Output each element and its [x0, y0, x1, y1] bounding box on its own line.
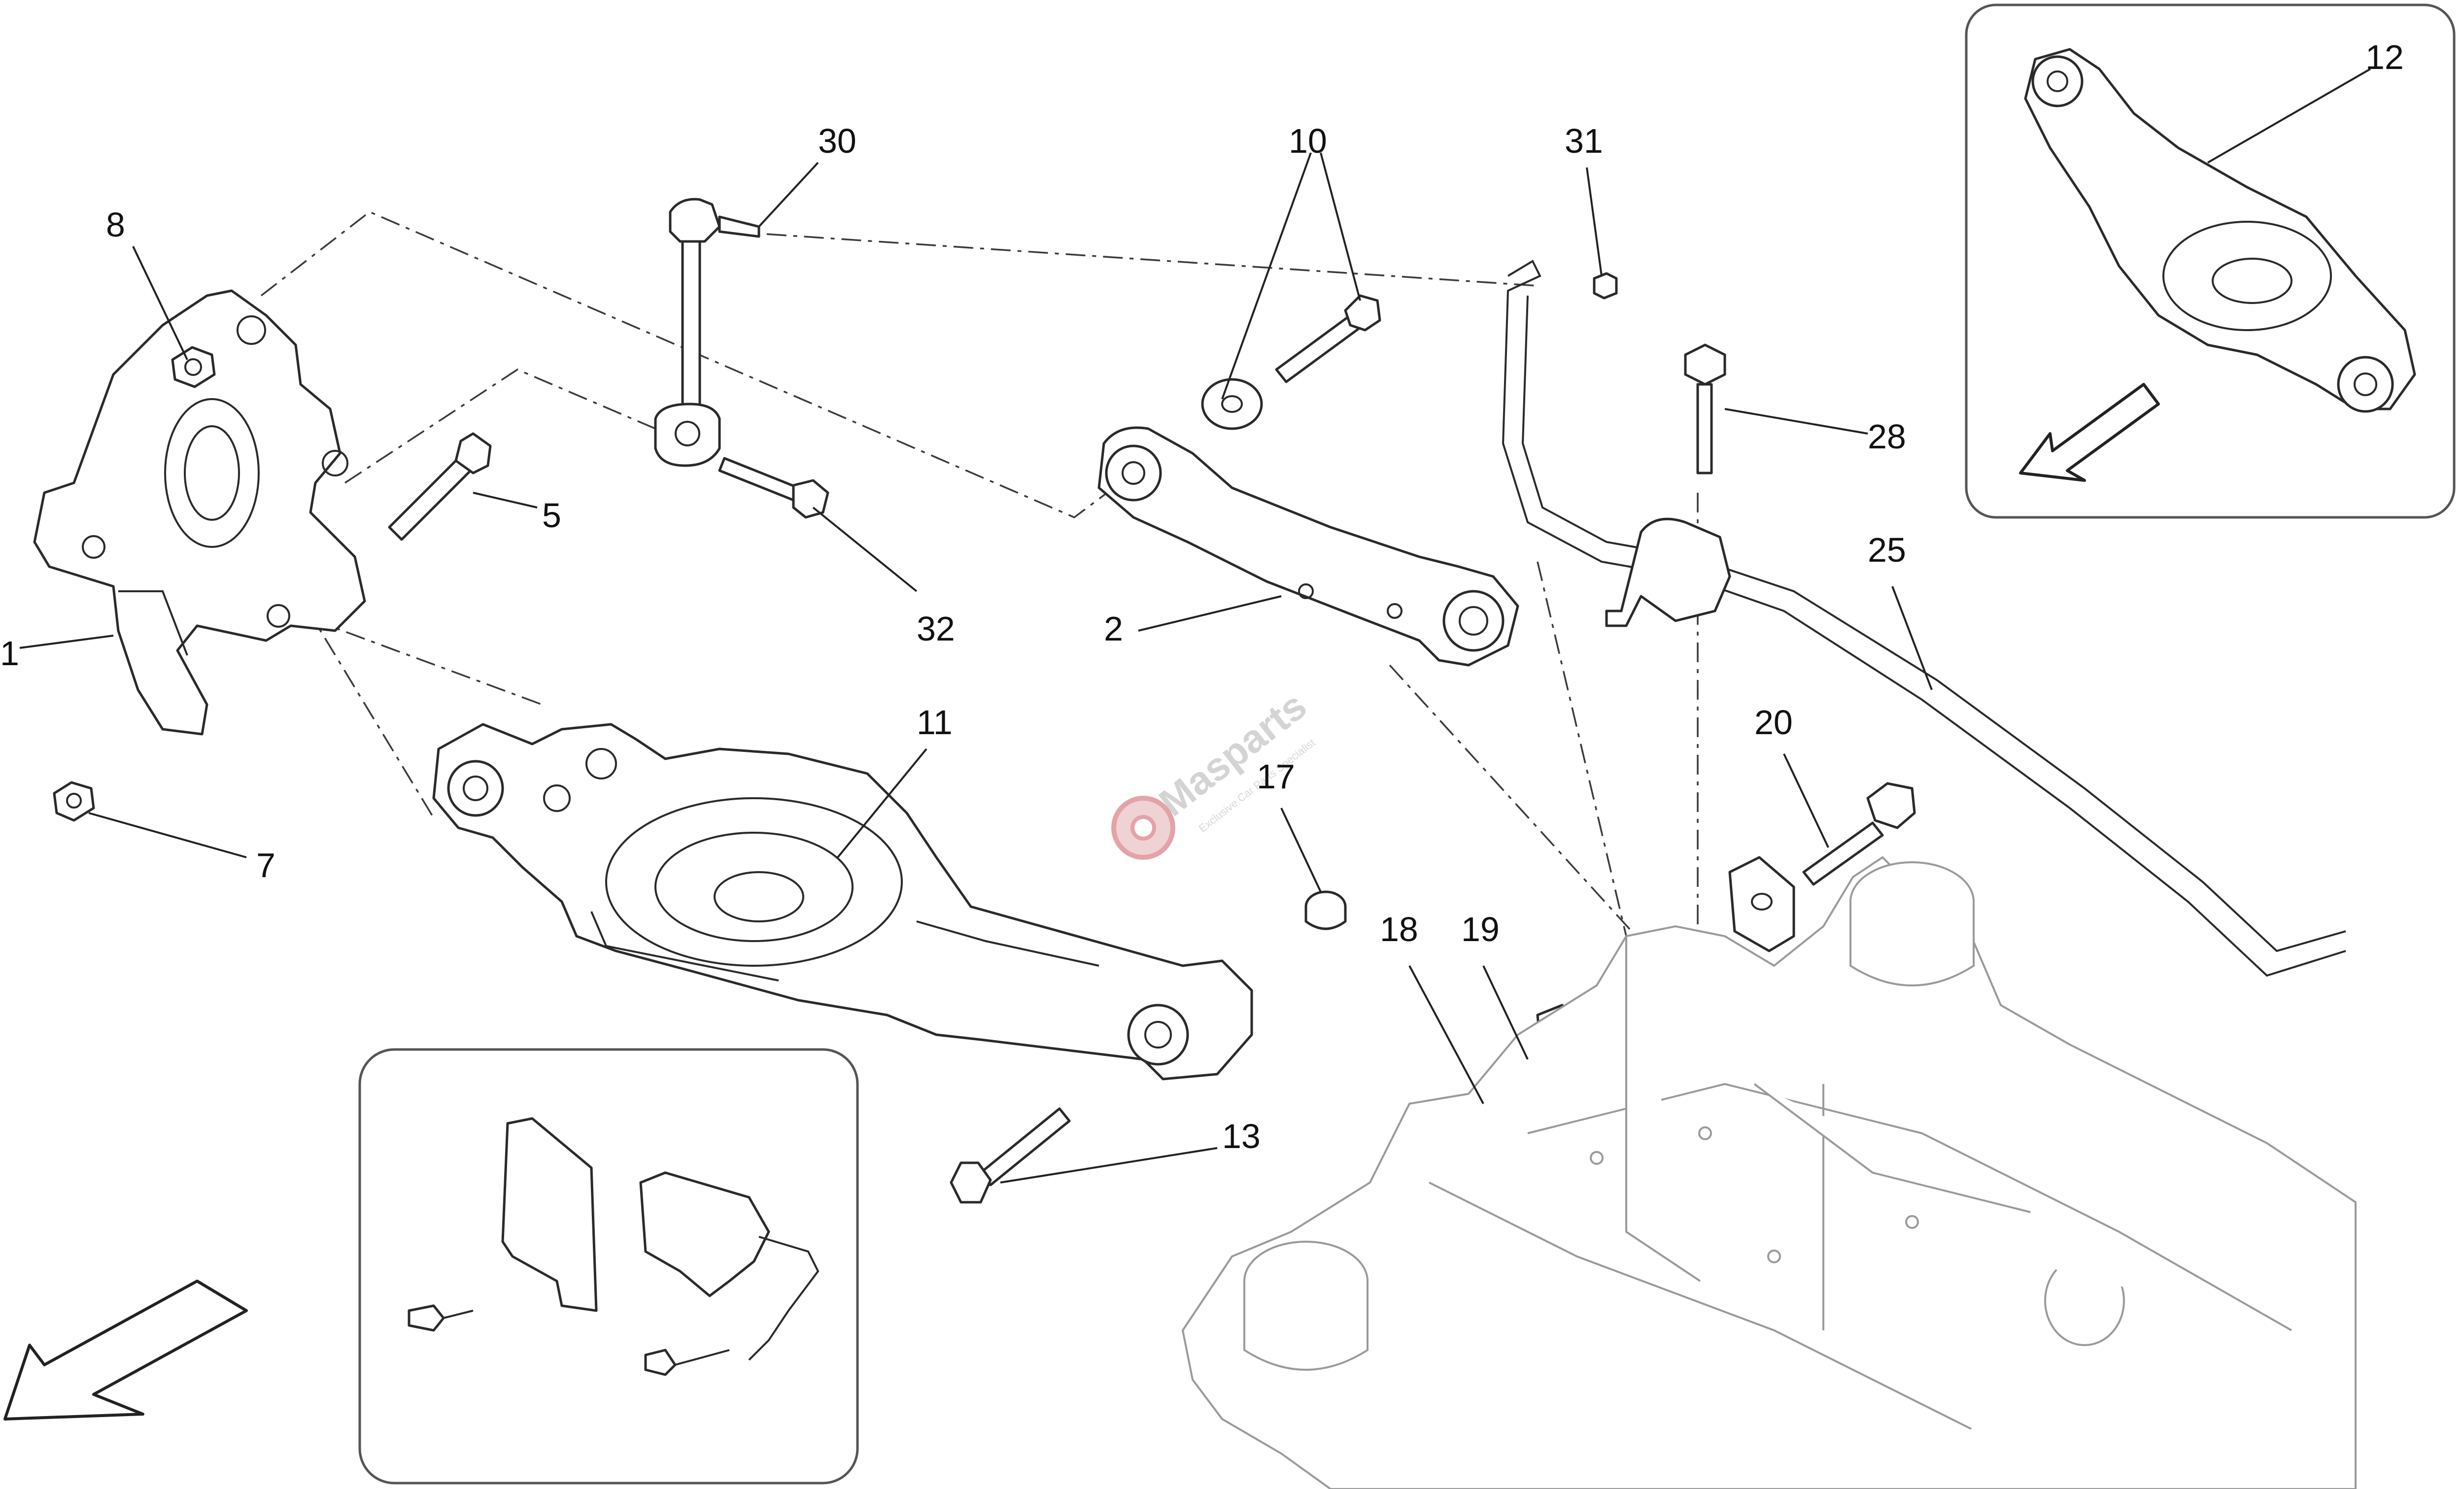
- callout-13: 13: [1222, 1117, 1261, 1155]
- callout-30: 30: [818, 122, 856, 160]
- callout-numbers: 1 2 5 7 8 10 11 12 13 17 18 19 20 25 28 …: [0, 38, 2404, 1155]
- upper-arm: [1097, 426, 1519, 667]
- front-direction-arrow-icon: [3, 1280, 248, 1421]
- leader-lines: [19, 68, 2371, 1184]
- inset-panel-height-sensor: [358, 1048, 859, 1485]
- callout-20: 20: [1754, 703, 1793, 742]
- mounting-plate: [1728, 856, 1795, 952]
- lower-control-arm: [432, 723, 1253, 1081]
- callout-10: 10: [1289, 122, 1327, 160]
- part-7-nut: [53, 781, 95, 822]
- part-28-bolt: [1684, 343, 1726, 474]
- callout-5: 5: [542, 496, 561, 535]
- part-31-bush: [1593, 272, 1618, 300]
- callout-17: 17: [1257, 757, 1295, 796]
- part-5-bolt: [388, 432, 492, 541]
- inset-panel-lower-arm: [1965, 3, 2456, 519]
- stabilizer-clamp: [1605, 517, 1731, 627]
- part-17-bush: [1304, 890, 1347, 930]
- callout-19: 19: [1461, 910, 1500, 948]
- callout-18: 18: [1380, 910, 1418, 948]
- part-10-bolt: [1275, 294, 1381, 383]
- rear-subframe: [1181, 856, 2357, 1489]
- hub-carrier: [33, 289, 366, 736]
- callout-7: 7: [256, 846, 275, 884]
- part-10-washer: [1201, 378, 1263, 430]
- part-13-bolt: [950, 1107, 1071, 1204]
- callout-28: 28: [1868, 417, 1906, 456]
- callout-12: 12: [2365, 38, 2404, 76]
- part-8-nut: [171, 346, 216, 388]
- callout-2: 2: [1104, 609, 1123, 648]
- callout-32: 32: [917, 609, 955, 648]
- front-direction-arrow-icon: [2019, 383, 2160, 482]
- callout-11: 11: [917, 703, 953, 742]
- callout-25: 25: [1868, 531, 1906, 569]
- part-20-bolt: [1802, 782, 1916, 886]
- part-32-bolt: [718, 457, 829, 519]
- callout-31: 31: [1565, 122, 1603, 160]
- callout-1: 1: [0, 634, 19, 673]
- callout-8: 8: [106, 205, 125, 244]
- drop-link: [654, 198, 760, 467]
